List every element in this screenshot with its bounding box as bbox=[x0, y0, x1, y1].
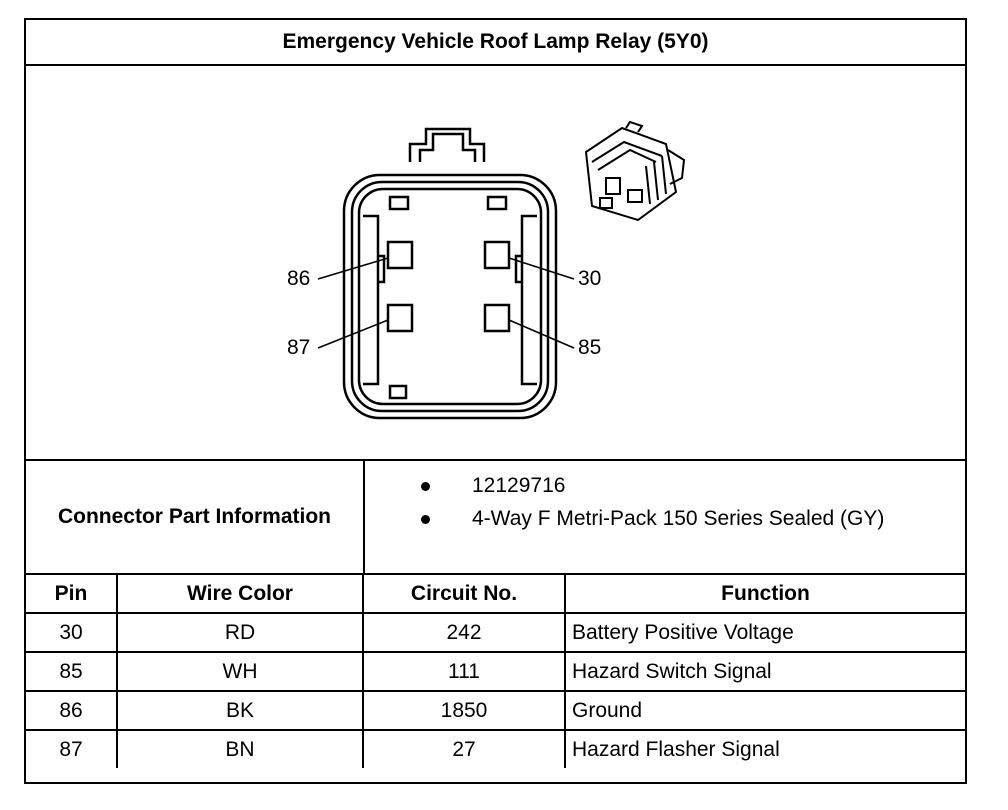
table-row: 86 BK 1850 Ground bbox=[26, 690, 965, 731]
pin-table: Pin Wire Color Circuit No. Function 30 R… bbox=[26, 575, 965, 768]
connector-info-row: Connector Part Information 12129716 4-Wa… bbox=[26, 459, 965, 575]
circuit-cell: 1850 bbox=[362, 690, 566, 731]
pin-label-85: 85 bbox=[578, 336, 602, 359]
connector-info-label: Connector Part Information bbox=[26, 461, 365, 573]
pin-cell: 87 bbox=[26, 729, 118, 768]
connector-description: 4-Way F Metri-Pack 150 Series Sealed (GY… bbox=[472, 507, 885, 530]
table-header-row: Pin Wire Color Circuit No. Function bbox=[26, 575, 965, 614]
wire-color-cell: BN bbox=[116, 729, 364, 768]
table-row: 85 WH 111 Hazard Switch Signal bbox=[26, 651, 965, 692]
connector-sheet: Emergency Vehicle Roof Lamp Relay (5Y0) bbox=[24, 18, 967, 784]
function-cell: Hazard Flasher Signal bbox=[564, 729, 965, 768]
function-cell: Battery Positive Voltage bbox=[564, 612, 965, 653]
circuit-cell: 111 bbox=[362, 651, 566, 692]
function-cell: Hazard Switch Signal bbox=[564, 651, 965, 692]
bullet-icon bbox=[421, 481, 430, 491]
header-circuit-no: Circuit No. bbox=[362, 575, 566, 614]
connector-face-view-icon bbox=[317, 120, 686, 420]
connector-info-list: 12129716 4-Way F Metri-Pack 150 Series S… bbox=[365, 461, 965, 573]
header-wire-color: Wire Color bbox=[116, 575, 364, 614]
header-pin: Pin bbox=[26, 575, 118, 614]
wire-color-cell: WH bbox=[116, 651, 364, 692]
header-function: Function bbox=[564, 575, 965, 614]
circuit-cell: 242 bbox=[362, 612, 566, 653]
connector-diagram: 86 30 87 85 bbox=[26, 66, 965, 459]
pin-cell: 85 bbox=[26, 651, 118, 692]
pin-label-86: 86 bbox=[287, 267, 311, 290]
part-number: 12129716 bbox=[472, 474, 566, 497]
page-title: Emergency Vehicle Roof Lamp Relay (5Y0) bbox=[26, 20, 965, 66]
wire-color-cell: RD bbox=[116, 612, 364, 653]
function-cell: Ground bbox=[564, 690, 965, 731]
connector-info-item: 4-Way F Metri-Pack 150 Series Sealed (GY… bbox=[365, 504, 884, 534]
connector-3d-view-icon bbox=[584, 120, 686, 222]
pin-cell: 86 bbox=[26, 690, 118, 731]
pin-cell: 30 bbox=[26, 612, 118, 653]
bullet-icon bbox=[421, 514, 430, 524]
table-row: 30 RD 242 Battery Positive Voltage bbox=[26, 612, 965, 653]
table-row: 87 BN 27 Hazard Flasher Signal bbox=[26, 729, 965, 768]
wire-color-cell: BK bbox=[116, 690, 364, 731]
connector-info-item: 12129716 bbox=[365, 471, 565, 501]
pin-label-30: 30 bbox=[578, 267, 602, 290]
circuit-cell: 27 bbox=[362, 729, 566, 768]
pin-label-87: 87 bbox=[287, 336, 311, 359]
